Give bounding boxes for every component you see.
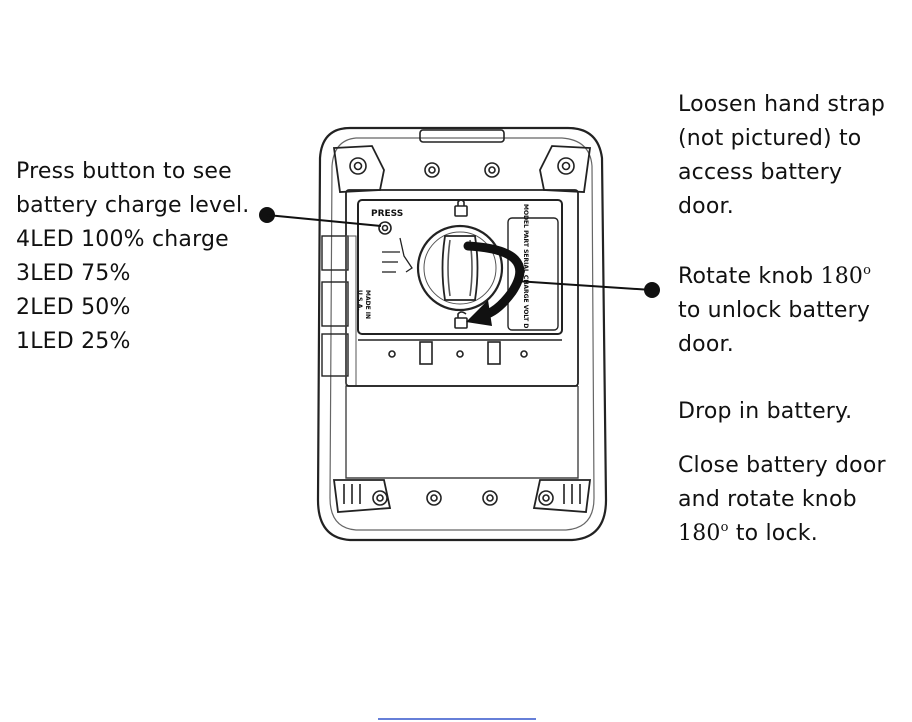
rotate-unlock-line2: to unlock battery	[678, 298, 870, 323]
strap-line4: door.	[678, 194, 734, 219]
rotate-unlock-line1: Rotate knob 180o	[678, 263, 871, 289]
led-level-2: 2LED 50%	[16, 295, 131, 320]
right-top-callout: Loosen hand strap (not pictured) to acce…	[678, 92, 885, 219]
right-mid-callout: Rotate knob 180o to unlock battery door.	[678, 263, 871, 357]
device-press-label: PRESS	[371, 209, 403, 219]
charge-press-button	[378, 221, 392, 235]
left-callout: Press button to see battery charge level…	[16, 159, 249, 354]
right-close-callout: Close battery door and rotate knob 180o …	[678, 453, 886, 546]
press-instruction-line2: battery charge level.	[16, 193, 249, 218]
device-made-in-label: MADE IN U.S.A.	[356, 290, 371, 319]
close-door-line3: 180o to lock.	[678, 520, 818, 546]
svg-text:U.S.A.: U.S.A.	[356, 290, 363, 311]
led-level-3: 3LED 75%	[16, 261, 131, 286]
strap-line3: access battery	[678, 160, 842, 185]
device-illustration	[316, 126, 608, 542]
strap-line2: (not pictured) to	[678, 126, 861, 151]
top-right-lug	[539, 145, 592, 193]
drop-battery-text: Drop in battery.	[678, 399, 852, 424]
close-door-line2: and rotate knob	[678, 487, 857, 512]
lock-open-icon	[454, 311, 468, 329]
rotation-arrow-icon	[463, 241, 525, 326]
device-spec-label: MODEL PART SERIAL CHARGE VOLT D	[522, 204, 529, 328]
svg-text:MADE IN: MADE IN	[364, 290, 371, 319]
press-button-leader	[259, 207, 382, 227]
lock-closed-icon	[454, 199, 468, 217]
svg-text:MODEL PART SERIAL CHARGE VOLT: MODEL PART SERIAL CHARGE VOLT D	[522, 204, 529, 328]
knob-leader	[515, 280, 660, 298]
strap-line1: Loosen hand strap	[678, 92, 885, 117]
rotate-knob	[416, 224, 504, 312]
top-left-lug	[332, 145, 385, 193]
charge-gauge-icon	[382, 237, 413, 273]
press-instruction-line1: Press button to see	[16, 159, 232, 184]
bottom-right-lug	[532, 479, 592, 513]
led-level-1: 1LED 25%	[16, 329, 131, 354]
close-door-line1: Close battery door	[678, 453, 886, 478]
bottom-left-lug	[332, 479, 392, 513]
led-level-4: 4LED 100% charge	[16, 227, 229, 252]
rotate-unlock-line3: door.	[678, 332, 734, 357]
